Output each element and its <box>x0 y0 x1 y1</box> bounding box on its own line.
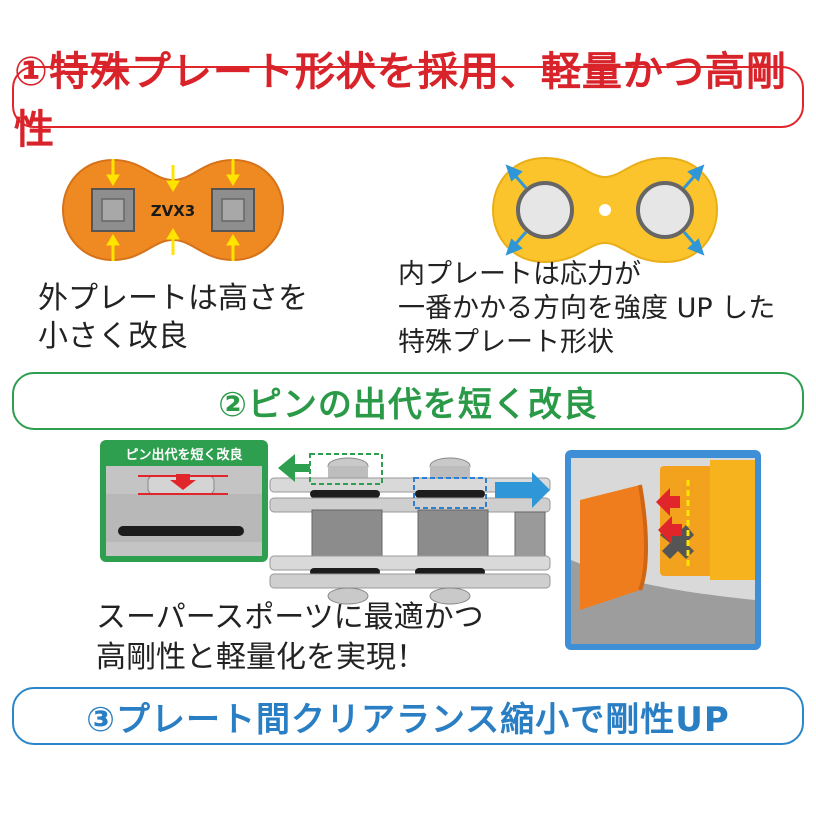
inner-plate-caption-line-1: 内プレートは応力が <box>398 259 641 290</box>
inner-plate-caption-line-3: 特殊プレート形状 <box>398 327 614 358</box>
section-2-banner: ②ピンの出代を短く改良 <box>12 372 804 430</box>
outer-plate-illustration: ZVX3 <box>61 158 285 262</box>
inner-plate-hole-left <box>516 181 574 239</box>
pin-diagram: ピン出代を短く改良 <box>100 440 761 650</box>
outer-plate-caption-line-2: 小さく改良 <box>38 319 188 354</box>
outer-plate-arrows <box>106 159 240 261</box>
outer-plate-caption: 外プレートは高さを 小さく改良 <box>38 280 308 356</box>
clearance-detail <box>565 450 761 650</box>
pin-inset-label: ピン出代を短く改良 <box>125 447 242 463</box>
inner-plate-caption: 内プレートは応力が 一番かかる方向を強度 UP した 特殊プレート形状 <box>398 258 775 360</box>
pin-caption-line-2: 高剛性と軽量化を実現！ <box>96 640 426 675</box>
inner-plate-arrows <box>505 164 705 256</box>
inner-plate-hole-right <box>636 181 694 239</box>
pin-inset: ピン出代を短く改良 <box>100 440 268 562</box>
chain-side-view <box>269 453 551 605</box>
inner-plate-caption-line-2: 一番かかる方向を強度 UP した <box>398 293 776 324</box>
section-2-title: ②ピンの出代を短く改良 <box>218 384 598 425</box>
inner-plate-illustration <box>491 156 719 264</box>
green-arrow <box>278 454 310 482</box>
section-1-banner: ①特殊プレート形状を採用、軽量かつ高剛性 <box>12 49 804 153</box>
section-3-banner: ③プレート間クリアランス縮小で剛性UP <box>12 687 804 745</box>
pin-caption-line-1: スーパースポーツに最適かつ <box>96 600 484 635</box>
outer-plate-caption-line-1: 外プレートは高さを <box>38 281 308 316</box>
blue-arrow <box>495 472 550 508</box>
pin-caption: スーパースポーツに最適かつ 高剛性と軽量化を実現！ <box>96 598 484 678</box>
section-3-title: ③プレート間クリアランス縮小で剛性UP <box>86 699 730 740</box>
outer-plate-label: ZVX3 <box>151 202 196 220</box>
section-1-title: ①特殊プレート形状を採用、軽量かつ高剛性 <box>14 49 787 153</box>
